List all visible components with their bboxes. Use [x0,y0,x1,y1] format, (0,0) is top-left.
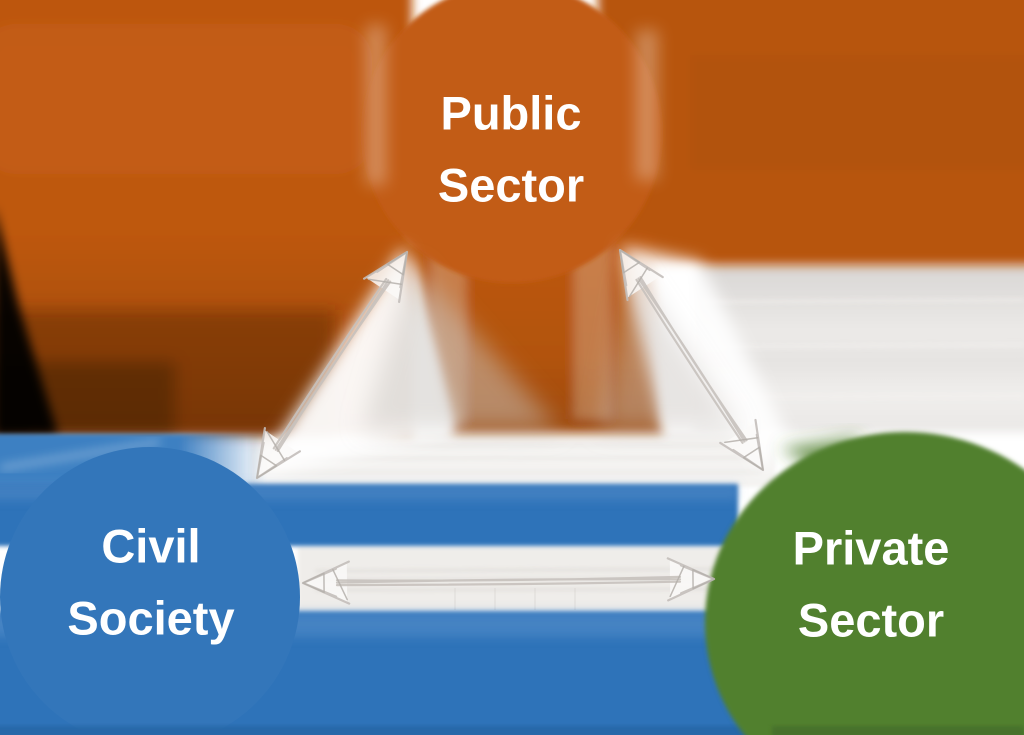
public-sector-label-line2: Sector [438,159,584,212]
private-sector-circle [705,432,1024,735]
private-sector-label-line2: Sector [798,594,944,647]
arrow-shadow-fans [362,262,740,430]
private-sector-label-line1: Private [793,522,950,575]
civil-society-smear [0,434,755,735]
labels: Public Sector Civil Society Private Sect… [67,87,949,647]
arrow-public-private [618,248,765,472]
civil-society-label-line2: Society [67,592,234,645]
civil-society-label-line1: Civil [101,520,200,573]
arrows [255,248,765,605]
public-sector-label-line1: Public [440,87,581,140]
public-sector-circle [362,0,662,283]
left-edge-shadow [0,229,58,436]
arrow-civil-private [301,557,716,605]
civil-society-circle [0,447,300,735]
arrow-public-civil [255,250,409,480]
